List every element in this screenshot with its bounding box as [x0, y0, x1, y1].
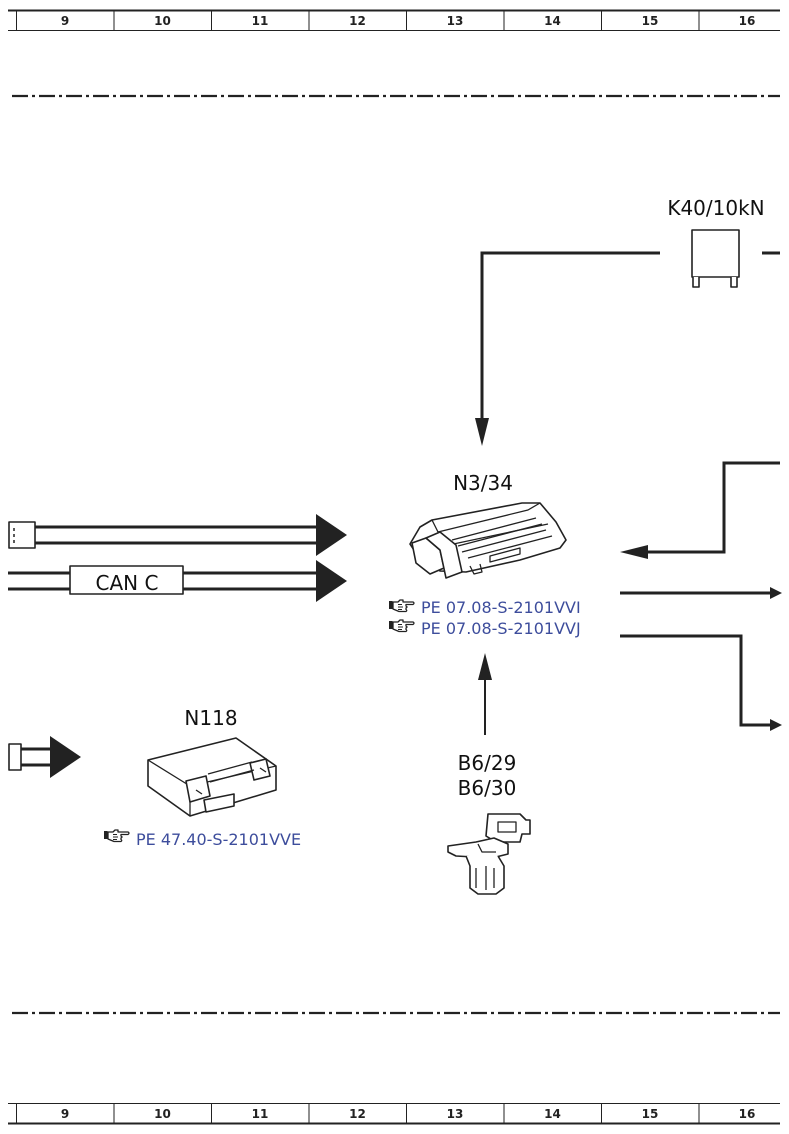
top-ruler-col-11: 11 [252, 14, 269, 28]
wire-right-input [620, 461, 780, 559]
top-ruler-col-10: 10 [154, 14, 171, 28]
bottom-ruler-col-12: 12 [349, 1107, 366, 1121]
ecu-ref-1[interactable]: PE 07.08-S-2101VVI [388, 598, 581, 617]
module-ref-1-text[interactable]: PE 47.40-S-2101VVE [136, 830, 301, 849]
relay-k40-10kn: K40/10kN [667, 196, 780, 288]
top-ruler-col-13: 13 [447, 14, 464, 28]
ecu-ref-1-text[interactable]: PE 07.08-S-2101VVI [421, 598, 581, 617]
bottom-ruler-col-9: 9 [61, 1107, 69, 1121]
module-connector-wires [8, 736, 81, 778]
ecu-ref-2-text[interactable]: PE 07.08-S-2101VVJ [421, 619, 581, 638]
can-c-label: CAN C [96, 571, 159, 595]
sensor-label-2: B6/30 [458, 776, 517, 800]
ecu-ref-2[interactable]: PE 07.08-S-2101VVJ [388, 619, 581, 638]
ecu-n3-34: N3/34 PE 07.08-S-2101VVI PE 07.08-S-2101… [388, 471, 581, 638]
top-ruler-col-16: 16 [739, 14, 756, 28]
pointing-hand-icon [103, 829, 130, 843]
wire-relay-to-ecu [475, 251, 660, 446]
ecu-drawing [409, 502, 567, 579]
module-n118: N118 PE 47.40-S-2101VVE [103, 706, 301, 849]
top-ruler-col-12: 12 [349, 14, 366, 28]
bottom-column-ruler: 9 10 11 12 13 14 15 16 [8, 1103, 780, 1125]
top-ruler-col-9: 9 [61, 14, 69, 28]
bottom-ruler-col-13: 13 [447, 1107, 464, 1121]
top-column-ruler: 9 10 11 12 13 14 15 16 [8, 9, 780, 31]
bottom-ruler-col-11: 11 [252, 1107, 269, 1121]
bottom-ruler-col-15: 15 [642, 1107, 659, 1121]
module-label: N118 [184, 706, 237, 730]
module-drawing [147, 737, 277, 817]
pointing-hand-icon [388, 599, 415, 613]
top-ruler-col-15: 15 [642, 14, 659, 28]
sensor-drawing [447, 813, 531, 895]
module-ref-1[interactable]: PE 47.40-S-2101VVE [103, 829, 301, 849]
wire-right-output-2 [620, 634, 782, 731]
sensor-b6-29-b6-30: B6/29 B6/30 [447, 751, 531, 895]
top-ruler-col-14: 14 [544, 14, 561, 28]
ecu-label: N3/34 [453, 471, 513, 495]
left-connector-wires [8, 514, 347, 556]
sensor-label-1: B6/29 [458, 751, 517, 775]
wire-right-output-1 [620, 587, 782, 599]
relay-label: K40/10kN [667, 196, 764, 220]
can-c-bus: CAN C [8, 560, 347, 602]
wire-sensor-to-ecu [478, 653, 492, 735]
bottom-ruler-col-14: 14 [544, 1107, 561, 1121]
pointing-hand-icon [388, 619, 415, 633]
bottom-ruler-col-10: 10 [154, 1107, 171, 1121]
bottom-ruler-col-16: 16 [739, 1107, 756, 1121]
